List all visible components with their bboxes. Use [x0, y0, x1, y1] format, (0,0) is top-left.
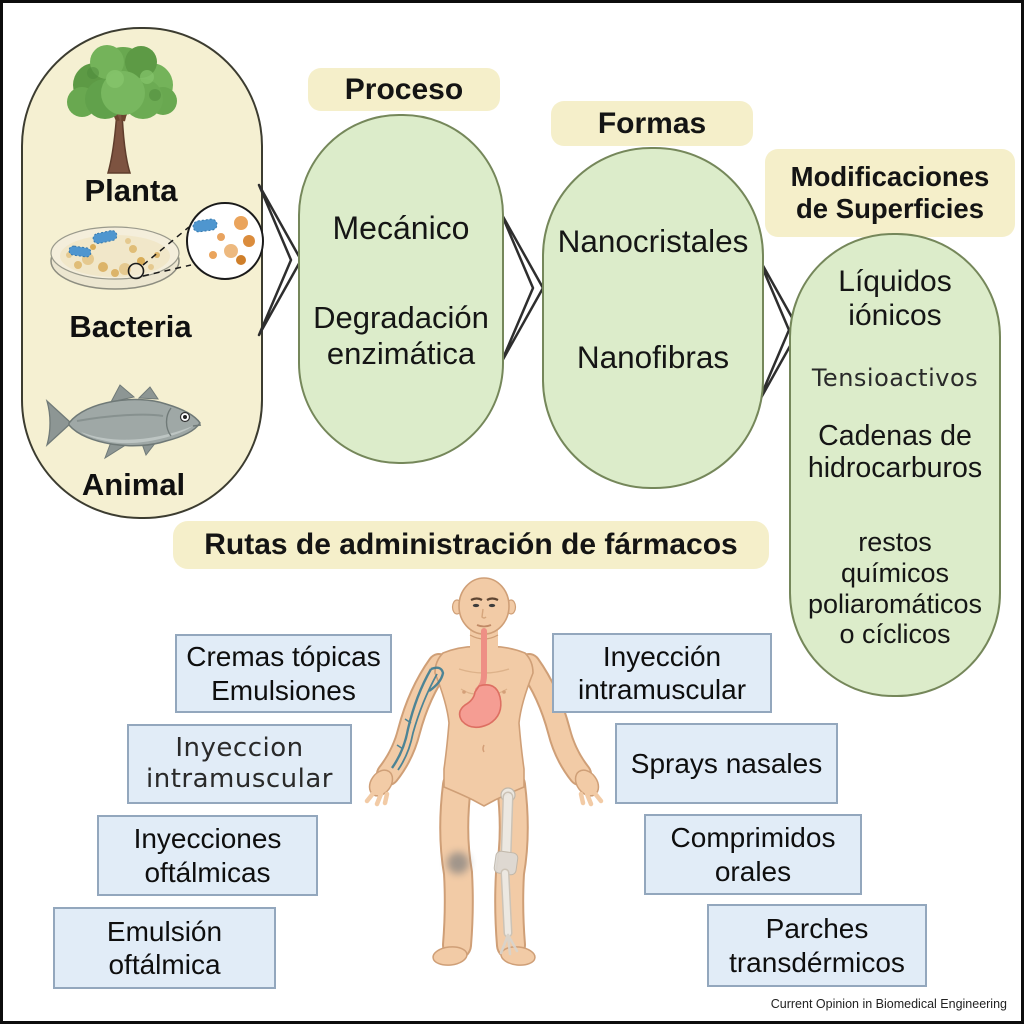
chevron-right-icon [257, 183, 303, 337]
stomach-organ [458, 628, 502, 729]
route-label-inyeccion-intramuscular-right: Inyección intramuscular [552, 633, 772, 713]
arm-veins [391, 666, 445, 771]
modificaciones-capsule: Líquidos iónicos Tensioactivos Cadenas d… [789, 233, 1001, 697]
proceso-heading: Proceso [308, 68, 500, 111]
leg-bones [493, 787, 519, 956]
tree-icon [67, 45, 177, 174]
mod-item-tensioactivos: Tensioactivos [811, 364, 979, 392]
rutas-heading: Rutas de administración de fármacos [173, 521, 769, 569]
planta-label: Planta [84, 173, 178, 208]
bacteria-label: Bacteria [69, 309, 192, 344]
route-label-cremas-topicas: Cremas tópicas Emulsiones [175, 634, 392, 713]
route-label-comprimidos-orales: Comprimidos orales [644, 814, 862, 895]
formas-item-nanofibras: Nanofibras [576, 339, 730, 375]
mod-item-liquidos-ionicos: Líquidos iónicos [838, 265, 952, 332]
mod-item-cadenas-hidrocarburos: Cadenas de hidrocarburos [807, 420, 983, 484]
proceso-item-mecanico: Mecánico [332, 210, 470, 246]
formas-item-nanocristales: Nanocristales [557, 223, 749, 259]
human-body-icon [364, 577, 604, 966]
bacteria-rods [68, 230, 118, 258]
route-label-sprays-nasales: Sprays nasales [615, 723, 838, 804]
hand-right [574, 769, 604, 807]
route-label-inyeccion-intramuscular-left: Inyeccion intramuscular [127, 724, 352, 804]
formas-capsule: Nanocristales Nanofibras [542, 147, 764, 489]
route-label-inyecciones-oftalmicas: Inyecciones oftálmicas [97, 815, 318, 896]
proceso-capsule: Mecánico Degradación enzimática [298, 114, 504, 464]
proceso-item-degradacion: Degradación enzimática [313, 300, 489, 371]
journal-credit: Current Opinion in Biomedical Engineerin… [770, 997, 1007, 1011]
formas-heading: Formas [551, 101, 753, 146]
hand-left [364, 769, 394, 807]
sample-spot-circle [127, 262, 145, 280]
route-label-emulsion-oftalmica: Emulsión oftálmica [53, 907, 276, 989]
animal-label: Animal [81, 467, 186, 502]
fish-icon [45, 384, 202, 460]
mod-item-restos-quimicos: restos químicos poliaromáticos o cíclico… [807, 527, 983, 650]
modificaciones-heading: Modificaciones de Superficies [765, 149, 1015, 237]
route-label-parches-transdermicos: Parches transdérmicos [707, 904, 927, 987]
knee-injection-spot [447, 852, 469, 874]
petri-dish-icon [50, 202, 264, 290]
magnified-bacteria-icon [186, 202, 264, 280]
